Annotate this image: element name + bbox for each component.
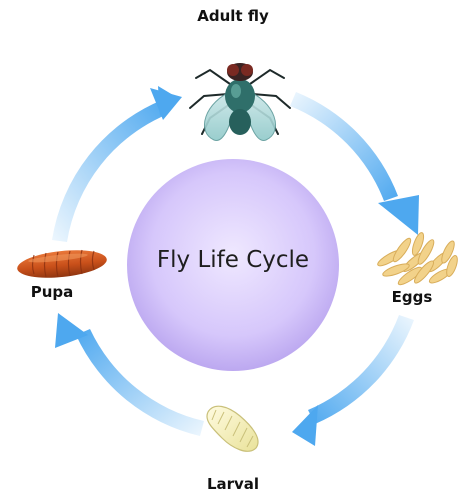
adult-fly-icon <box>190 63 290 140</box>
stage-label-adult-fly: Adult fly <box>163 7 303 25</box>
pupa-icon <box>16 246 108 281</box>
larva-icon <box>207 406 258 451</box>
stage-label-pupa: Pupa <box>12 283 92 301</box>
stage-label-larval: Larval <box>183 475 283 493</box>
diagram-title: Fly Life Cycle <box>133 247 333 273</box>
eggs-icon <box>376 231 460 287</box>
stage-label-eggs: Eggs <box>372 288 452 306</box>
